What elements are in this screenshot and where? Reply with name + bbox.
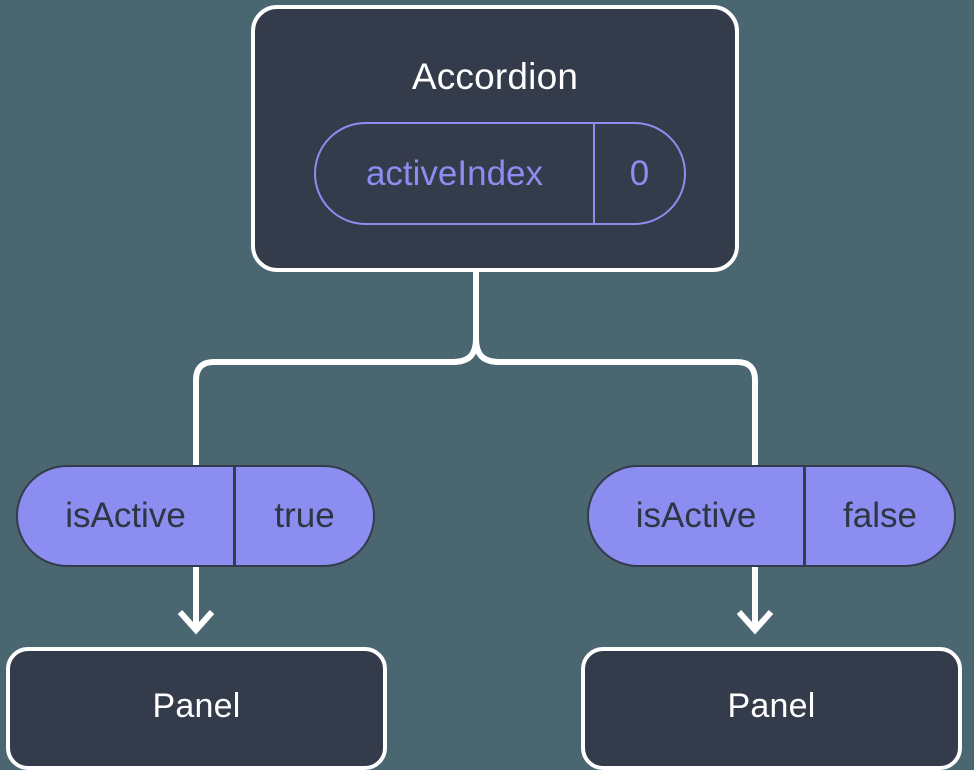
accordion-component-node[interactable]: Accordion activeIndex 0	[251, 5, 739, 272]
panel-left-title: Panel	[152, 687, 241, 725]
right-prop-pill[interactable]: isActive false	[587, 465, 956, 567]
branch-left-line	[193, 337, 479, 465]
right-prop-value: false	[843, 496, 917, 535]
panel-right-title: Panel	[727, 687, 816, 725]
left-prop-value: true	[274, 496, 335, 535]
accordion-prop-key: activeIndex	[316, 124, 595, 223]
left-prop-key: isActive	[18, 467, 236, 565]
accordion-title: Accordion	[411, 56, 579, 97]
accordion-prop-value: 0	[629, 153, 650, 193]
right-prop-key: isActive	[589, 467, 806, 565]
branch-right-line	[473, 337, 758, 465]
panel-node-left[interactable]: Panel	[6, 647, 387, 770]
arrow-left-head-icon	[177, 610, 215, 635]
panel-node-right[interactable]: Panel	[581, 647, 962, 770]
arrow-right-head-icon	[736, 610, 774, 635]
left-prop-pill[interactable]: isActive true	[16, 465, 375, 567]
accordion-prop-pill[interactable]: activeIndex 0	[314, 122, 686, 225]
